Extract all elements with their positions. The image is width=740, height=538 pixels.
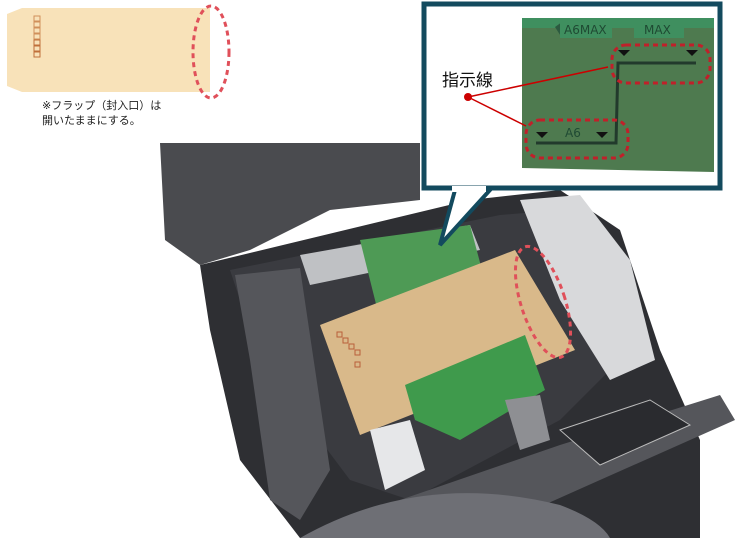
callout-box	[421, 1, 723, 247]
envelope-note: ※フラップ（封入口）は 開いたままにする。	[42, 98, 161, 128]
note-line-2: 開いたままにする。	[42, 114, 141, 127]
printer-tray-illustration	[160, 143, 735, 538]
mark-max: MAX	[644, 23, 671, 37]
note-line-1: ※フラップ（封入口）は	[42, 99, 162, 112]
flap-highlight	[191, 4, 231, 100]
guide-highlight	[513, 244, 573, 360]
indicator-label: 指示線	[442, 71, 493, 91]
indicator-dot	[464, 93, 472, 101]
mark-a6: A6	[565, 126, 581, 140]
envelope-illustration	[7, 4, 231, 100]
mark-a6max: A6MAX	[564, 23, 607, 37]
